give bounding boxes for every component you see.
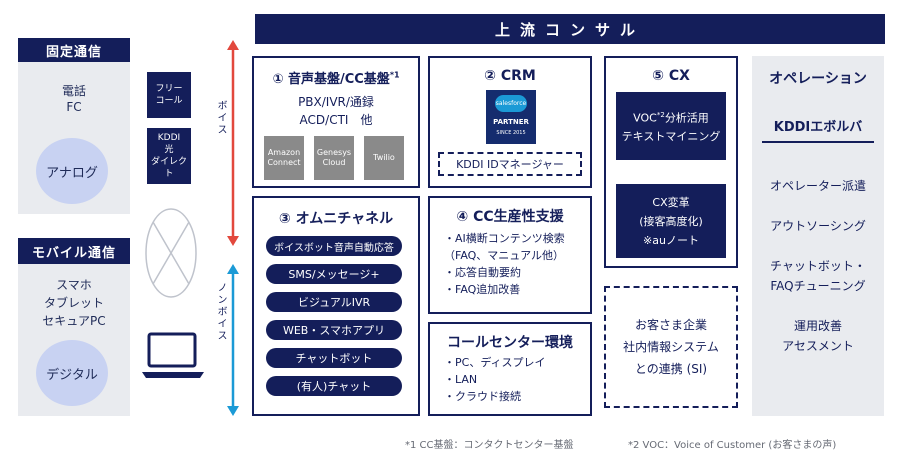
salesforce-partner-badge: salesforce PARTNER SINCE 2015 <box>486 90 536 144</box>
cx-line3: ※auノート <box>643 233 699 247</box>
panel4-item: ・応答自動要約 <box>444 266 521 279</box>
kddi-hikari-box: KDDI 光 ダイレクト <box>147 128 191 184</box>
kddi-line1: KDDI <box>157 133 181 143</box>
panel-productivity: ④ CC生産性支援 ・AI横断コンテンツ検索 （FAQ、マニュアル他） ・応答自… <box>428 196 592 314</box>
panel-cx: ⑤ CX VOC*2分析活用 テキストマイニング CX変革 (接客高度化) ※a… <box>604 56 738 268</box>
panelcc-title: コールセンター環境 <box>447 335 573 351</box>
fixed-line2: FC <box>66 100 82 114</box>
kddi-line2: 光 <box>164 145 174 155</box>
panel1-line2: ACD/CTI 他 <box>299 113 373 127</box>
fixed-comm-band: 固定通信 電話 FC アナログ <box>18 38 130 214</box>
fixed-line1: 電話 <box>61 84 86 98</box>
freecall-line2: コール <box>155 96 183 106</box>
panel1-title-text: ① 音声基盤/CC基盤 <box>272 72 390 87</box>
mobile-line2: タブレット <box>43 296 104 310</box>
voc-box: VOC*2分析活用 テキストマイニング <box>616 92 726 160</box>
vendor-twilio: Twilio <box>364 136 404 180</box>
digital-circle: デジタル <box>36 340 108 406</box>
panel1-note: *1 <box>389 70 400 80</box>
panelcc-list: ・PC、ディスプレイ ・LAN ・クラウド接続 <box>444 354 546 405</box>
panel4-list: ・AI横断コンテンツ検索 （FAQ、マニュアル他） ・応答自動要約 ・FAQ追加… <box>444 230 565 298</box>
panel4-title: ④ CC生産性支援 <box>456 209 564 225</box>
channel-web-app: WEB・スマホアプリ <box>266 320 402 340</box>
si-line2: 社内情報システム <box>623 340 719 354</box>
mobile-line1: スマホ <box>56 278 92 292</box>
nonvoice-label: ノンボイス <box>215 282 226 342</box>
panel-voice-platform: ① 音声基盤/CC基盤*1 PBX/IVR/通録 ACD/CTI 他 Amazo… <box>252 56 420 188</box>
panelcc-item: ・PC、ディスプレイ <box>444 356 546 369</box>
kddi-line3: ダイレクト <box>150 157 187 179</box>
channel-live-chat: (有人)チャット <box>266 376 402 396</box>
voice-label: ボイス <box>215 100 226 136</box>
mobile-comm-band: モバイル通信 スマホ タブレット セキュアPC デジタル <box>18 238 130 416</box>
panel4-item: （FAQ、マニュアル他） <box>444 249 564 262</box>
channel-sms: SMS/メッセージ+ <box>266 264 402 284</box>
panel4-item: ・FAQ追加改善 <box>444 283 521 296</box>
freecall-box: フリー コール <box>147 72 191 118</box>
salesforce-logo-icon: salesforce <box>495 95 527 112</box>
panel5-title: ⑤ CX <box>652 68 690 84</box>
channel-visual-ivr: ビジュアルIVR <box>266 292 402 312</box>
badge-since: SINCE 2015 <box>496 130 526 136</box>
panel2-title: ② CRM <box>484 68 536 84</box>
operation-item-assessment: 運用改善アセスメント <box>782 319 854 353</box>
footnote-2: *2 VOC：Voice of Customer (お客さまの声) <box>628 440 837 451</box>
mobile-line3: セキュアPC <box>42 314 106 328</box>
si-line3: との連携 (SI) <box>634 362 708 376</box>
operation-column: オペレーション KDDIエボルバ オペレーター派遣 アウトソーシング チャットボ… <box>752 56 884 416</box>
badge-label: PARTNER <box>493 118 529 126</box>
footnote-1: *1 CC基盤：コンタクトセンター基盤 <box>405 440 574 451</box>
fixed-comm-title: 固定通信 <box>18 38 130 62</box>
voice-nonvoice-arrows <box>227 40 239 416</box>
si-integration-box: お客さま企業 社内情報システム との連携 (SI) <box>604 286 738 408</box>
operation-item-chatbot-faq: チャットボット・FAQチューニング <box>770 259 866 293</box>
panelcc-item: ・LAN <box>444 373 478 386</box>
voc-line2: テキストマイニング <box>621 129 721 143</box>
freecall-line1: フリー <box>155 84 183 94</box>
cx-line1: CX変革 <box>652 195 690 209</box>
channel-chatbot: チャットボット <box>266 348 402 368</box>
panel3-title: ③ オムニチャネル <box>278 211 394 227</box>
header-title: 上流コンサル <box>255 14 885 44</box>
panelcc-item: ・クラウド接続 <box>444 390 521 403</box>
si-line1: お客さま企業 <box>634 318 707 332</box>
cx-line2: (接客高度化) <box>639 214 703 228</box>
cx-transform-box: CX変革 (接客高度化) ※auノート <box>616 184 726 258</box>
panel-callcenter-env: コールセンター環境 ・PC、ディスプレイ ・LAN ・クラウド接続 <box>428 322 592 416</box>
operation-item-dispatch: オペレーター派遣 <box>769 179 866 193</box>
panel4-item: ・AI横断コンテンツ検索 <box>444 232 565 245</box>
panel1-title: ① 音声基盤/CC基盤*1 <box>254 68 418 87</box>
mobile-comm-title: モバイル通信 <box>18 238 130 264</box>
laptop-icon <box>142 332 204 378</box>
analog-circle: アナログ <box>36 138 108 204</box>
voc-line1: VOC*2分析活用 <box>633 111 709 125</box>
panel1-line1: PBX/IVR/通録 <box>298 95 374 109</box>
kddi-id-manager: KDDI IDマネージャー <box>438 152 582 176</box>
network-cross-icon <box>145 208 197 298</box>
channel-voicebot: ボイスボット音声自動応答 <box>266 236 402 256</box>
operation-title: オペレーション <box>769 71 867 87</box>
operation-item-outsourcing: アウトソーシング <box>770 219 866 233</box>
panel-crm: ② CRM salesforce PARTNER SINCE 2015 KDDI… <box>428 56 592 188</box>
operation-subtitle: KDDIエボルバ <box>762 116 874 143</box>
panel-omnichannel: ③ オムニチャネル ボイスボット音声自動応答 SMS/メッセージ+ ビジュアルI… <box>252 196 420 416</box>
